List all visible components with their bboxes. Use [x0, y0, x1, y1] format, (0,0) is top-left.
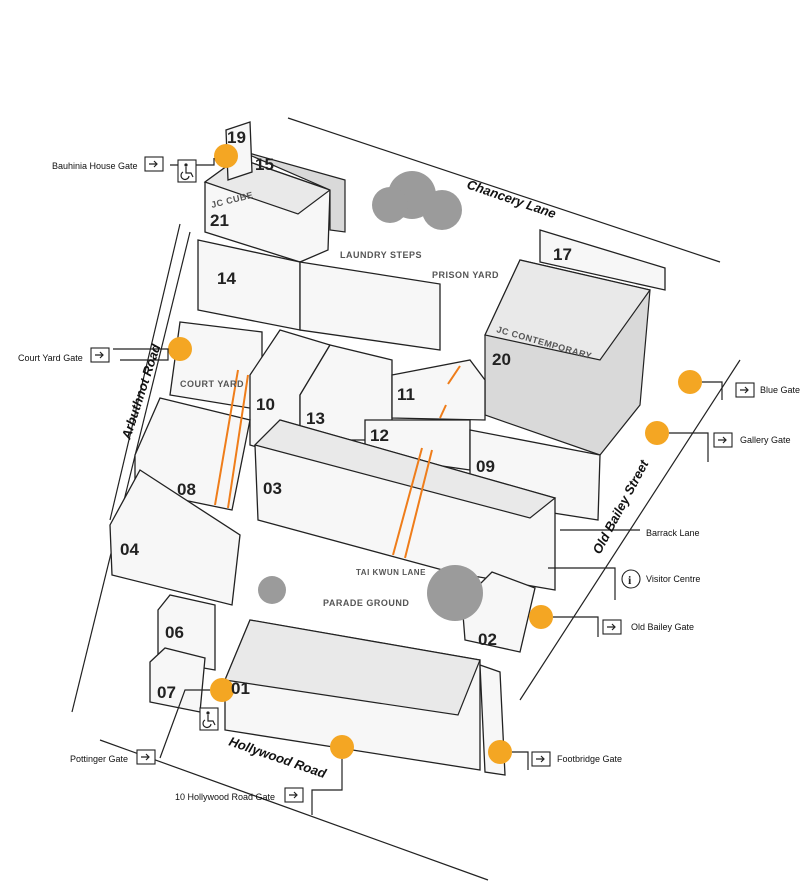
svg-text:i: i [628, 573, 632, 587]
building-21: 21 [210, 211, 229, 230]
street-edges [71, 117, 741, 881]
building-03: 03 [263, 479, 282, 498]
building-02: 02 [478, 630, 497, 649]
bauhinia-house-gate-label: Bauhinia House Gate [52, 161, 138, 171]
entrance-arrow-icon [735, 382, 755, 398]
building-12: 11 [397, 385, 415, 404]
building-17: 17 [553, 245, 572, 264]
blue-gate-label: Blue Gate [760, 385, 800, 395]
building-11: 12 [370, 426, 389, 445]
building-19: 19 [227, 128, 246, 147]
parade-ground-label: PARADE GROUND [323, 598, 409, 608]
entrance-arrow-icon [713, 432, 733, 448]
prison-yard-label: PRISON YARD [432, 270, 499, 280]
building-01: 01 [231, 679, 250, 698]
building-15: 15 [255, 155, 274, 174]
wheelchair-icon [177, 159, 197, 183]
building-06: 06 [165, 623, 184, 642]
building-14: 14 [217, 269, 236, 288]
old-bailey-gate-label: Old Bailey Gate [631, 622, 694, 632]
entrance-arrow-icon [531, 751, 551, 767]
stairways [214, 365, 461, 559]
building-20: 20 [492, 350, 511, 369]
court-yard-gate-label: Court Yard Gate [18, 353, 83, 363]
gate-labels: Bauhinia House Gate Court Yard Gate Blue… [18, 156, 800, 803]
entrance-arrow-icon [284, 787, 304, 803]
building-08: 09 [476, 457, 495, 476]
court-yard-label: COURT YARD [180, 379, 244, 389]
gate-markers [168, 144, 702, 764]
chancery-lane-label: Chancery Lane [465, 177, 558, 222]
laundry-steps-label: LAUNDRY STEPS [340, 250, 422, 260]
leader-lines [113, 158, 723, 815]
entrance-arrow-icon [602, 619, 622, 635]
entrance-arrow-icon [144, 156, 164, 172]
trees [258, 171, 483, 621]
gallery-gate-label: Gallery Gate [740, 435, 791, 445]
building-04: 04 [120, 540, 139, 559]
building-13: 13 [306, 409, 325, 428]
building-07: 07 [157, 683, 176, 702]
hollywood-road-10-gate-label: 10 Hollywood Road Gate [175, 792, 275, 802]
visitor-centre-label: Visitor Centre [646, 574, 700, 584]
wheelchair-icon [199, 707, 219, 731]
entrance-arrow-icon [90, 347, 110, 363]
building-numbers: 19 15 21 14 17 20 11 10 13 12 09 08 03 0… [120, 128, 572, 702]
footbridge-gate-label: Footbridge Gate [557, 754, 622, 764]
barrack-lane-label: Barrack Lane [646, 528, 700, 538]
info-icon: i [621, 569, 641, 589]
tai-kwun-lane-label: TAI KWUN LANE [356, 568, 426, 577]
building-09: 08 [177, 480, 196, 499]
pottinger-gate-label: Pottinger Gate [70, 754, 128, 764]
building-10: 10 [256, 395, 275, 414]
entrance-arrow-icon [136, 749, 156, 765]
